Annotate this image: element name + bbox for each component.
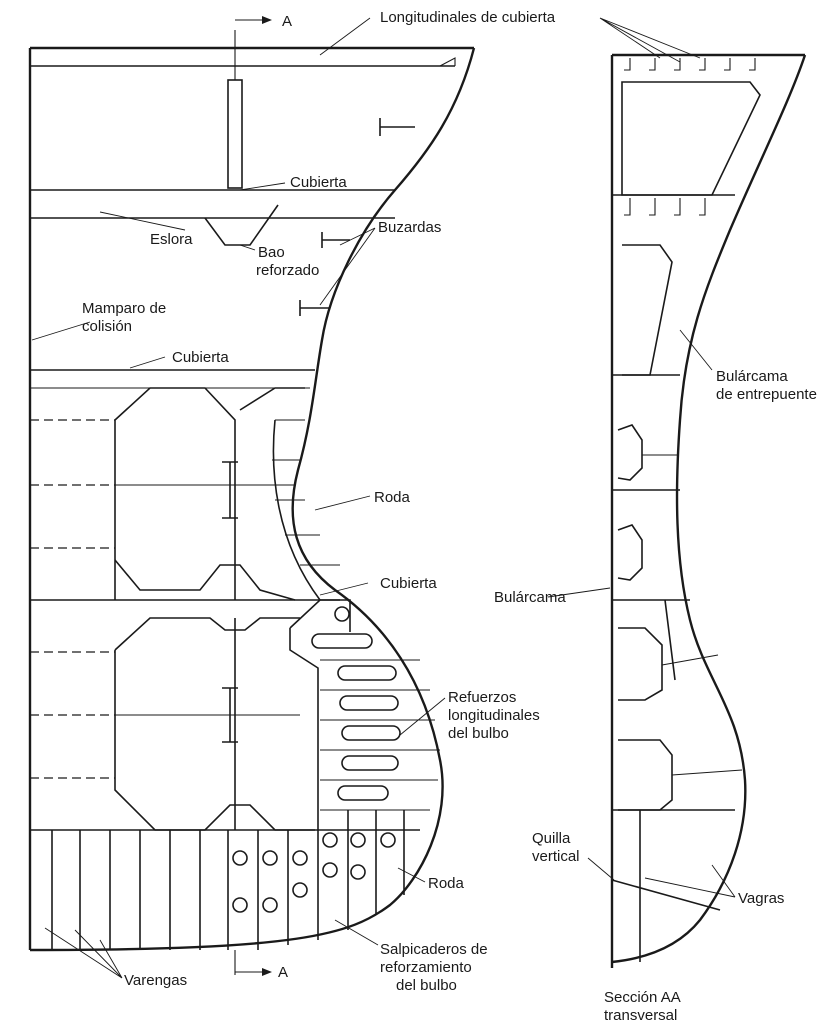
leader-cubierta-3: [319, 582, 369, 596]
label-refuerzos-2: longitudinales: [448, 707, 540, 724]
deck-pillar: [227, 79, 243, 189]
bulb-stiffener-slot-1: [311, 633, 373, 649]
label-salpicaderos-3: del bulbo: [396, 977, 457, 994]
reinforced-beam: [204, 204, 279, 246]
splash-hole-1: [232, 850, 248, 866]
section-marker-bottom: A: [278, 964, 288, 981]
leader-varengas: [44, 927, 123, 979]
lightening-hole-1: [334, 606, 350, 622]
label-bularcama-entrepuente-1: Bulárcama: [716, 368, 788, 385]
leader-salpicaderos: [334, 919, 379, 946]
leader-long-cubierta-left: [319, 17, 371, 56]
splash-hole-3: [292, 850, 308, 866]
leader-buzardas: [319, 227, 376, 306]
label-salpicaderos-2: reforzamiento: [380, 959, 472, 976]
leader-cubierta-2: [129, 356, 166, 369]
label-roda-2: Roda: [428, 875, 465, 892]
leader-eslora: [99, 211, 186, 231]
splash-hole-9: [350, 832, 366, 848]
frame-stiffener-2: [321, 232, 350, 248]
label-longitudinales-cubierta: Longitudinales de cubierta: [380, 9, 556, 26]
bulb-stiffener-slot-4: [341, 725, 401, 741]
leader-refuerzos: [399, 697, 446, 736]
leader-vagras: [644, 864, 736, 898]
label-bao-2: reforzado: [256, 262, 319, 279]
section-deck2-longitudinals: [624, 198, 706, 216]
bulb-stiffener-slot-3: [339, 695, 399, 711]
label-bularcama: Bulárcama: [494, 589, 566, 606]
splash-hole-2: [262, 850, 278, 866]
bulb-web-plate: [289, 599, 351, 830]
section-deck-longitudinals: [624, 58, 756, 71]
bulb-stiffener-slot-2: [337, 665, 397, 681]
label-salpicaderos-1: Salpicaderos de: [380, 941, 488, 958]
label-mamparo-1: Mamparo de: [82, 300, 166, 317]
label-varengas: Varengas: [124, 972, 187, 989]
lower-octagon-top: [114, 617, 300, 651]
lower-web-arm: [661, 654, 719, 666]
label-bularcama-entrepuente-2: de entrepuente: [716, 386, 817, 403]
intermediate-web-frame: [622, 244, 673, 376]
bulb-stiffener-slot-6: [337, 785, 389, 801]
label-eslora: Eslora: [150, 231, 193, 248]
label-roda-1: Roda: [374, 489, 411, 506]
lower-octagon-bottom: [114, 650, 315, 831]
web-bracket-1: [617, 424, 643, 481]
section-marker-top: A: [282, 13, 292, 30]
frame-stiffener-3: [299, 300, 330, 316]
leader-long-cubierta-right: [599, 17, 701, 63]
frame-stiffener-1: [379, 118, 415, 136]
label-quilla-2: vertical: [532, 848, 580, 865]
section-arrow-bottom: [235, 968, 272, 976]
leader-mamparo: [31, 321, 91, 341]
lower-web-bracket: [618, 627, 663, 701]
upper-octagon-bottom: [114, 559, 296, 601]
leader-bularcama-entrepuente: [679, 329, 713, 371]
splash-hole-10: [350, 864, 366, 880]
splash-hole-5: [262, 897, 278, 913]
section-arrow-top: [235, 16, 272, 24]
label-cubierta-3: Cubierta: [380, 575, 437, 592]
label-mamparo-2: colisión: [82, 318, 132, 335]
profile-view: [28, 30, 476, 975]
upper-octagon-right: [239, 387, 305, 411]
roda-inner-plate: [272, 419, 321, 601]
label-bao-1: Bao: [258, 244, 285, 261]
label-quilla-1: Quilla: [532, 830, 571, 847]
bulb-stiffener-slot-5: [341, 755, 399, 771]
section-vagra-upper: [664, 599, 676, 681]
bottom-web-arm: [671, 769, 743, 776]
label-refuerzos-3: del bulbo: [448, 725, 509, 742]
bottom-web-bracket: [618, 739, 673, 811]
label-seccion-2: transversal: [604, 1007, 677, 1024]
splash-hole-6: [292, 882, 308, 898]
deck-bracket: [439, 57, 456, 67]
leader-cubierta-1: [239, 182, 286, 191]
splash-hole-11: [380, 832, 396, 848]
leader-roda-1: [314, 495, 371, 511]
upper-octagon-left: [114, 387, 236, 600]
leader-bularcama: [547, 587, 611, 598]
vagra-2: [611, 879, 721, 911]
leader-roda-2: [397, 867, 426, 883]
label-cubierta-2: Cubierta: [172, 349, 229, 366]
section-aa-view: [610, 53, 807, 968]
leader-quilla: [587, 857, 615, 881]
label-vagras: Vagras: [738, 890, 784, 907]
upper-web-frame: [621, 81, 761, 196]
section-hull-outline: [611, 54, 807, 964]
web-bracket-2: [617, 524, 643, 581]
leader-lines: [31, 17, 736, 979]
splash-hole-8: [322, 862, 338, 878]
splash-hole-4: [232, 897, 248, 913]
label-refuerzos-1: Refuerzos: [448, 689, 516, 706]
pillar-i-beam-1: [222, 461, 238, 519]
leader-bao: [239, 244, 256, 251]
splash-hole-7: [322, 832, 338, 848]
label-seccion-1: Sección AA: [604, 989, 681, 1006]
label-buzardas: Buzardas: [378, 219, 441, 236]
label-cubierta-1: Cubierta: [290, 174, 347, 191]
